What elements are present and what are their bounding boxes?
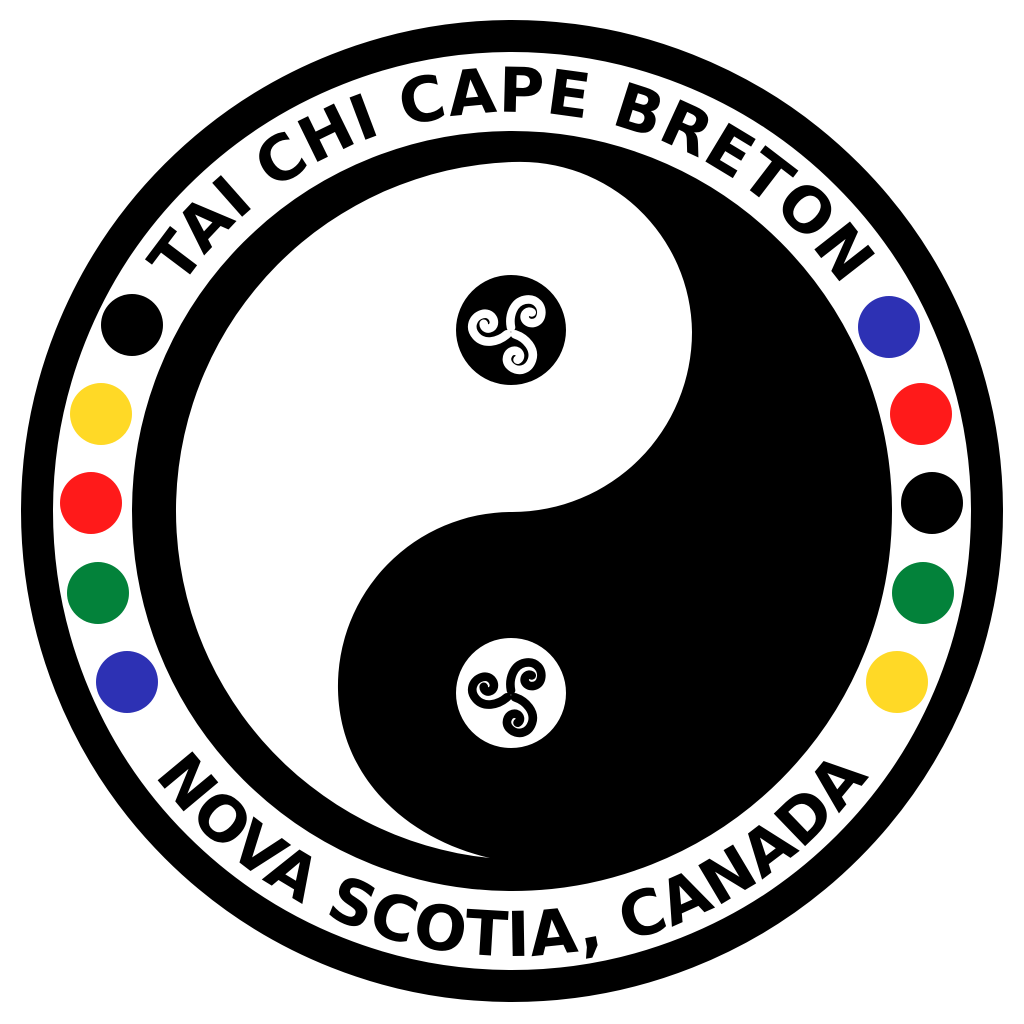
outer-ring (21, 20, 1003, 1002)
dot-yellow-right (866, 651, 928, 713)
upper-eye (456, 275, 566, 385)
dot-blue-left (96, 651, 158, 713)
inner-ring (132, 131, 892, 891)
dot-green-left (67, 562, 129, 624)
dot-blue-right (858, 296, 920, 358)
dot-black-left (101, 294, 163, 356)
dot-black-right (901, 472, 963, 534)
dot-yellow-left (70, 383, 132, 445)
right-dots (858, 296, 963, 713)
dot-red-right (890, 383, 952, 445)
dot-green-right (892, 562, 954, 624)
lower-eye (456, 638, 566, 748)
left-dots (60, 294, 163, 713)
dot-red-left (60, 472, 122, 534)
